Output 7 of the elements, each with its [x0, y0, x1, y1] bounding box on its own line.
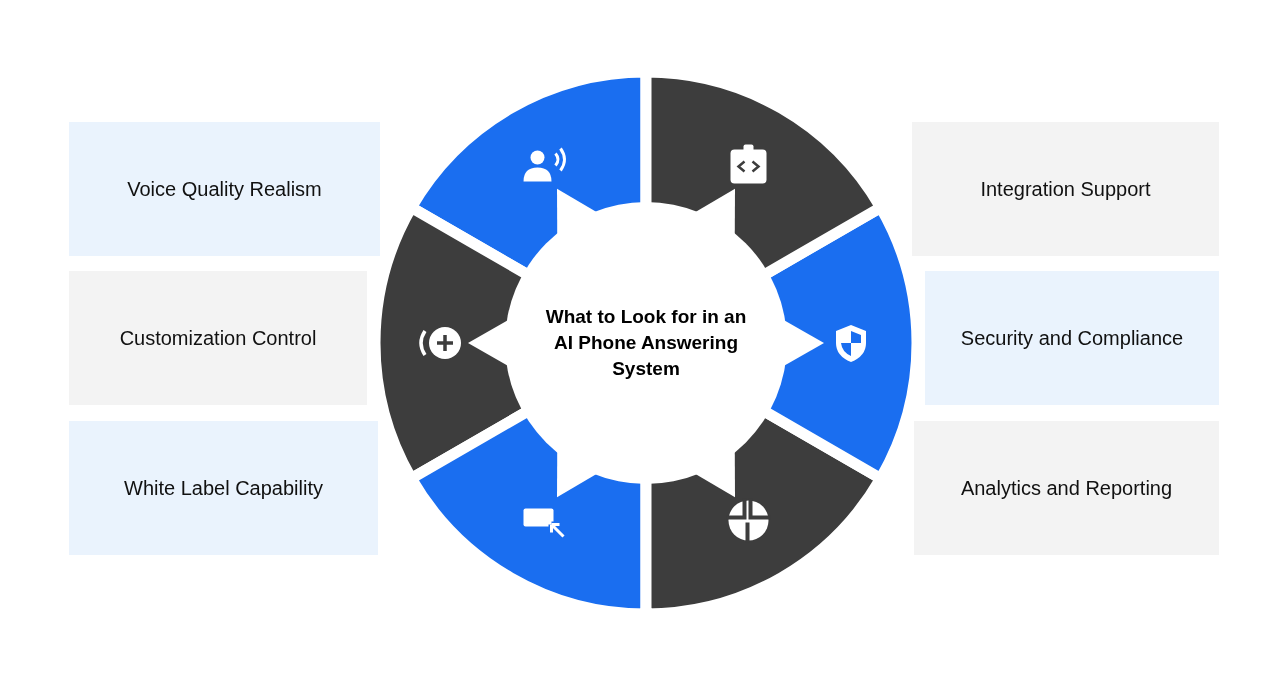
center-title: What to Look for in an AI Phone Answering System	[544, 305, 748, 381]
feature-label: Voice Quality Realism	[126, 176, 323, 202]
feature-label: Customization Control	[118, 325, 318, 351]
feature-label: White Label Capability	[123, 475, 324, 501]
feature-label: Integration Support	[979, 176, 1152, 202]
feature-label: Analytics and Reporting	[959, 475, 1174, 501]
feature-label: Security and Compliance	[959, 325, 1185, 351]
